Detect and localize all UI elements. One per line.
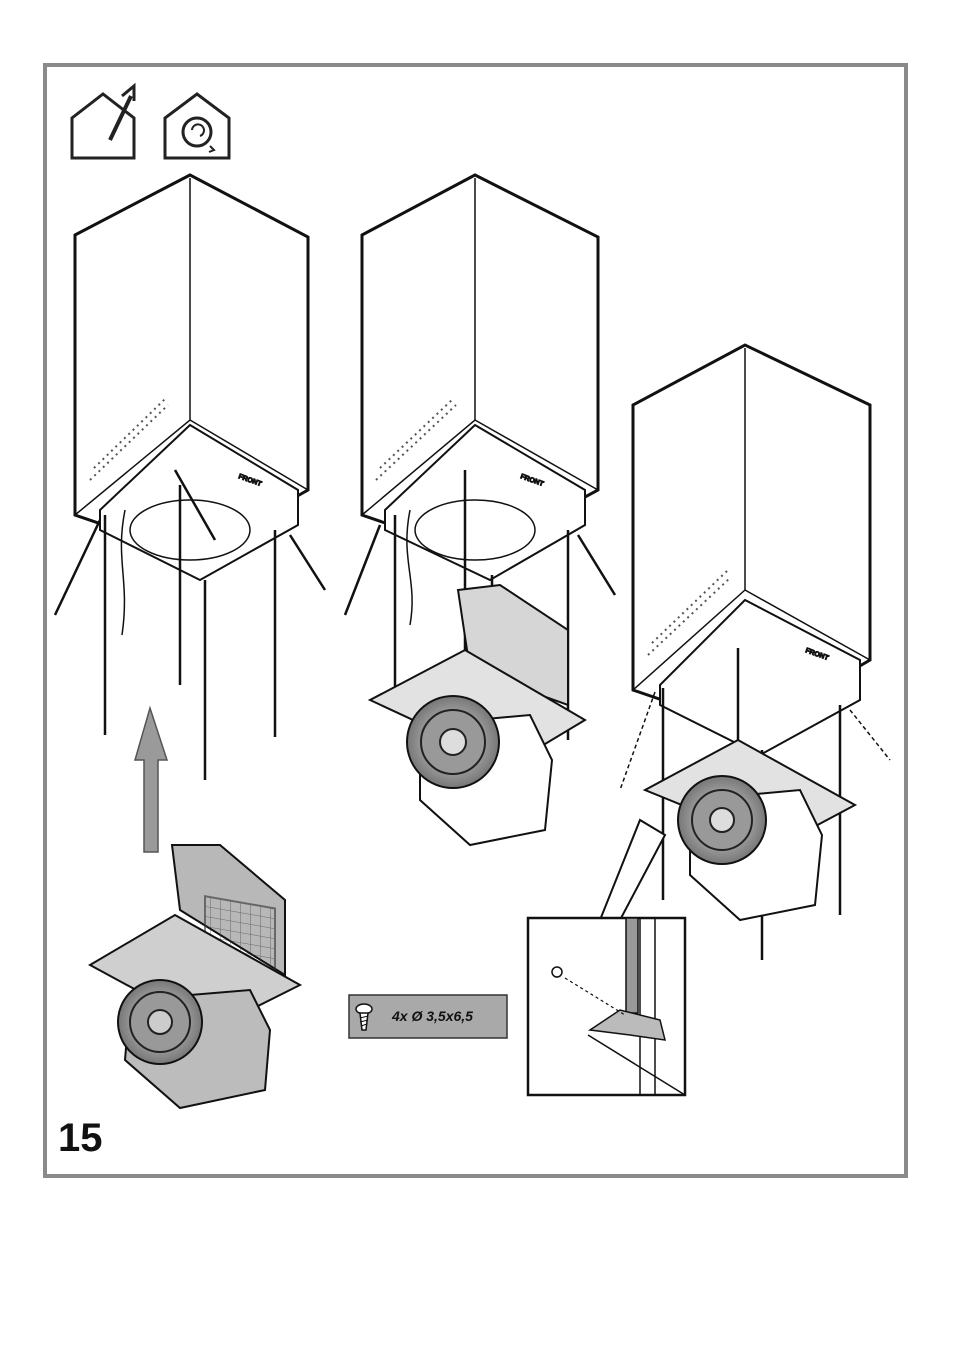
hood-chimney-left: FRONT (75, 175, 308, 580)
motor-unit-mounted (370, 585, 585, 845)
insert-arrow (135, 708, 167, 852)
ducted-outlet-icon (72, 86, 134, 158)
screw-spec-label: 4x Ø 3,5x6,5 (391, 1008, 473, 1024)
detail-callout (528, 820, 685, 1095)
recirculation-icon (165, 94, 229, 158)
step-number: 15 (58, 1116, 103, 1161)
hood-chimney-right: FRONT (633, 345, 870, 755)
motor-unit-installed (645, 740, 855, 920)
screw-spec-box: 4x Ø 3,5x6,5 (349, 995, 507, 1038)
hood-chimney-middle: FRONT (362, 175, 598, 580)
motor-unit-loose (90, 845, 300, 1108)
